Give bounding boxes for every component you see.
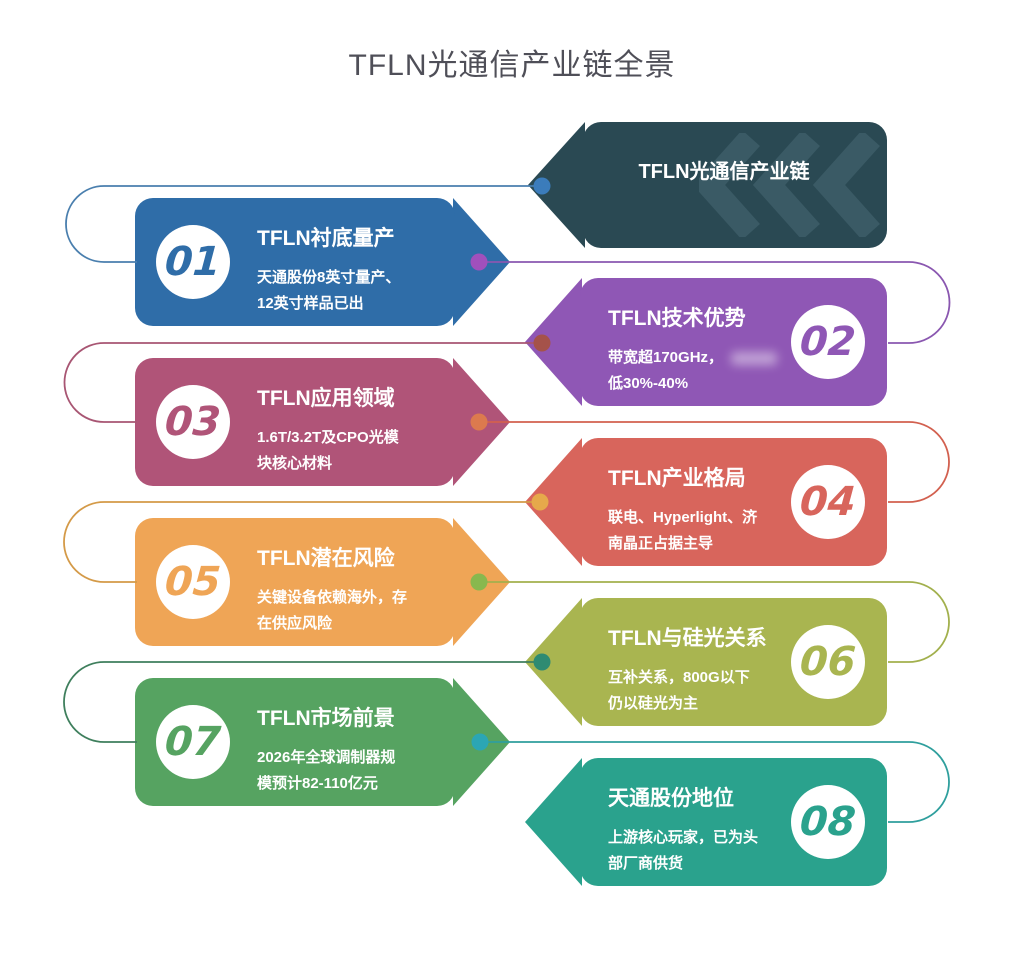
- banner-desc-line: 12英寸样品已出: [257, 295, 364, 312]
- banner-desc-line: 天通股份8英寸量产、: [257, 269, 401, 286]
- banner-desc: 上游核心玩家，已为头 部厂商供货: [608, 825, 808, 877]
- head-banner-label: TFLN光通信产业链: [638, 161, 810, 183]
- banner-point: [525, 438, 582, 566]
- banner-point: [525, 758, 582, 886]
- banner-point: [525, 598, 582, 726]
- banner-number: 07: [163, 719, 223, 765]
- banner-body: TFLN光通信产业链: [583, 122, 887, 248]
- banner-desc: 关键设备依赖海外，存 在供应风险: [257, 585, 467, 637]
- banner-08: 08 天通股份地位 上游核心玩家，已为头 部厂商供货: [525, 758, 887, 886]
- banner-desc: 2026年全球调制器规 模预计82-110亿元: [257, 745, 467, 797]
- banner-02: 02 TFLN技术优势 带宽超170GHz， 低30%-40%: [525, 278, 887, 406]
- banner-desc-line: 南晶正占据主导: [608, 535, 714, 552]
- banner-number: 05: [163, 559, 223, 605]
- banner-desc: 1.6T/3.2T及CPO光模 块核心材料: [257, 425, 467, 477]
- banner-04: 04 TFLN产业格局 联电、Hyperlight、济 南晶正占据主导: [525, 438, 887, 566]
- head-banner: TFLN光通信产业链: [528, 122, 887, 248]
- banner-desc: 带宽超170GHz， 低30%-40%: [608, 345, 808, 397]
- banner-title: TFLN技术优势: [608, 307, 746, 330]
- banner-desc-line: 带宽超170GHz，: [608, 345, 808, 371]
- banner-05: 05 TFLN潜在风险 关键设备依赖海外，存 在供应风险: [135, 518, 510, 646]
- banner-desc-line: 模预计82-110亿元: [257, 775, 378, 792]
- banner-desc: 天通股份8英寸量产、 12英寸样品已出: [257, 265, 467, 317]
- banner-title: TFLN市场前景: [257, 707, 395, 730]
- banner-number: 03: [163, 399, 223, 445]
- redacted-text-blob: [731, 351, 778, 365]
- banner-title: TFLN与硅光关系: [608, 627, 767, 650]
- banner-desc: 互补关系，800G以下 仍以硅光为主: [608, 665, 808, 717]
- chevron-icon: [699, 133, 880, 237]
- banner-01: 01 TFLN衬底量产 天通股份8英寸量产、 12英寸样品已出: [135, 198, 510, 326]
- banner-point: [525, 278, 582, 406]
- banner-desc-line: 仍以硅光为主: [608, 695, 699, 712]
- banner-07: 07 TFLN市场前景 2026年全球调制器规 模预计82-110亿元: [135, 678, 510, 806]
- page-title: TFLN光通信产业链全景: [348, 49, 676, 82]
- banner-desc-line: 低30%-40%: [608, 375, 689, 392]
- banner-03: 03 TFLN应用领域 1.6T/3.2T及CPO光模 块核心材料: [135, 358, 510, 486]
- number-circle: 01: [156, 225, 230, 299]
- banner-desc: 联电、Hyperlight、济 南晶正占据主导: [608, 505, 808, 557]
- number-circle: 03: [156, 385, 230, 459]
- banner-title: TFLN应用领域: [257, 387, 395, 410]
- number-circle: 05: [156, 545, 230, 619]
- banner-desc-line: 块核心材料: [257, 455, 333, 472]
- banner-title: TFLN衬底量产: [257, 227, 395, 250]
- banner-06: 06 TFLN与硅光关系 互补关系，800G以下 仍以硅光为主: [525, 598, 887, 726]
- banner-title: TFLN潜在风险: [257, 547, 395, 570]
- banner-title: 天通股份地位: [608, 787, 734, 810]
- number-circle: 07: [156, 705, 230, 779]
- banner-desc-line: 在供应风险: [257, 615, 333, 632]
- banner-desc-line: 互补关系，800G以下: [608, 669, 750, 686]
- banner-desc-line: 关键设备依赖海外，存: [257, 589, 408, 606]
- banner-title: TFLN产业格局: [608, 467, 746, 490]
- banner-desc-line: 2026年全球调制器规: [257, 749, 396, 766]
- banner-number: 01: [163, 239, 223, 285]
- banner-desc-line: 联电、Hyperlight、济: [608, 509, 758, 526]
- banner-desc-line: 部厂商供货: [608, 855, 684, 872]
- banner-desc-line: 上游核心玩家，已为头: [608, 829, 759, 846]
- banner-desc-line: 1.6T/3.2T及CPO光模: [257, 429, 399, 446]
- banner-point: [528, 122, 585, 248]
